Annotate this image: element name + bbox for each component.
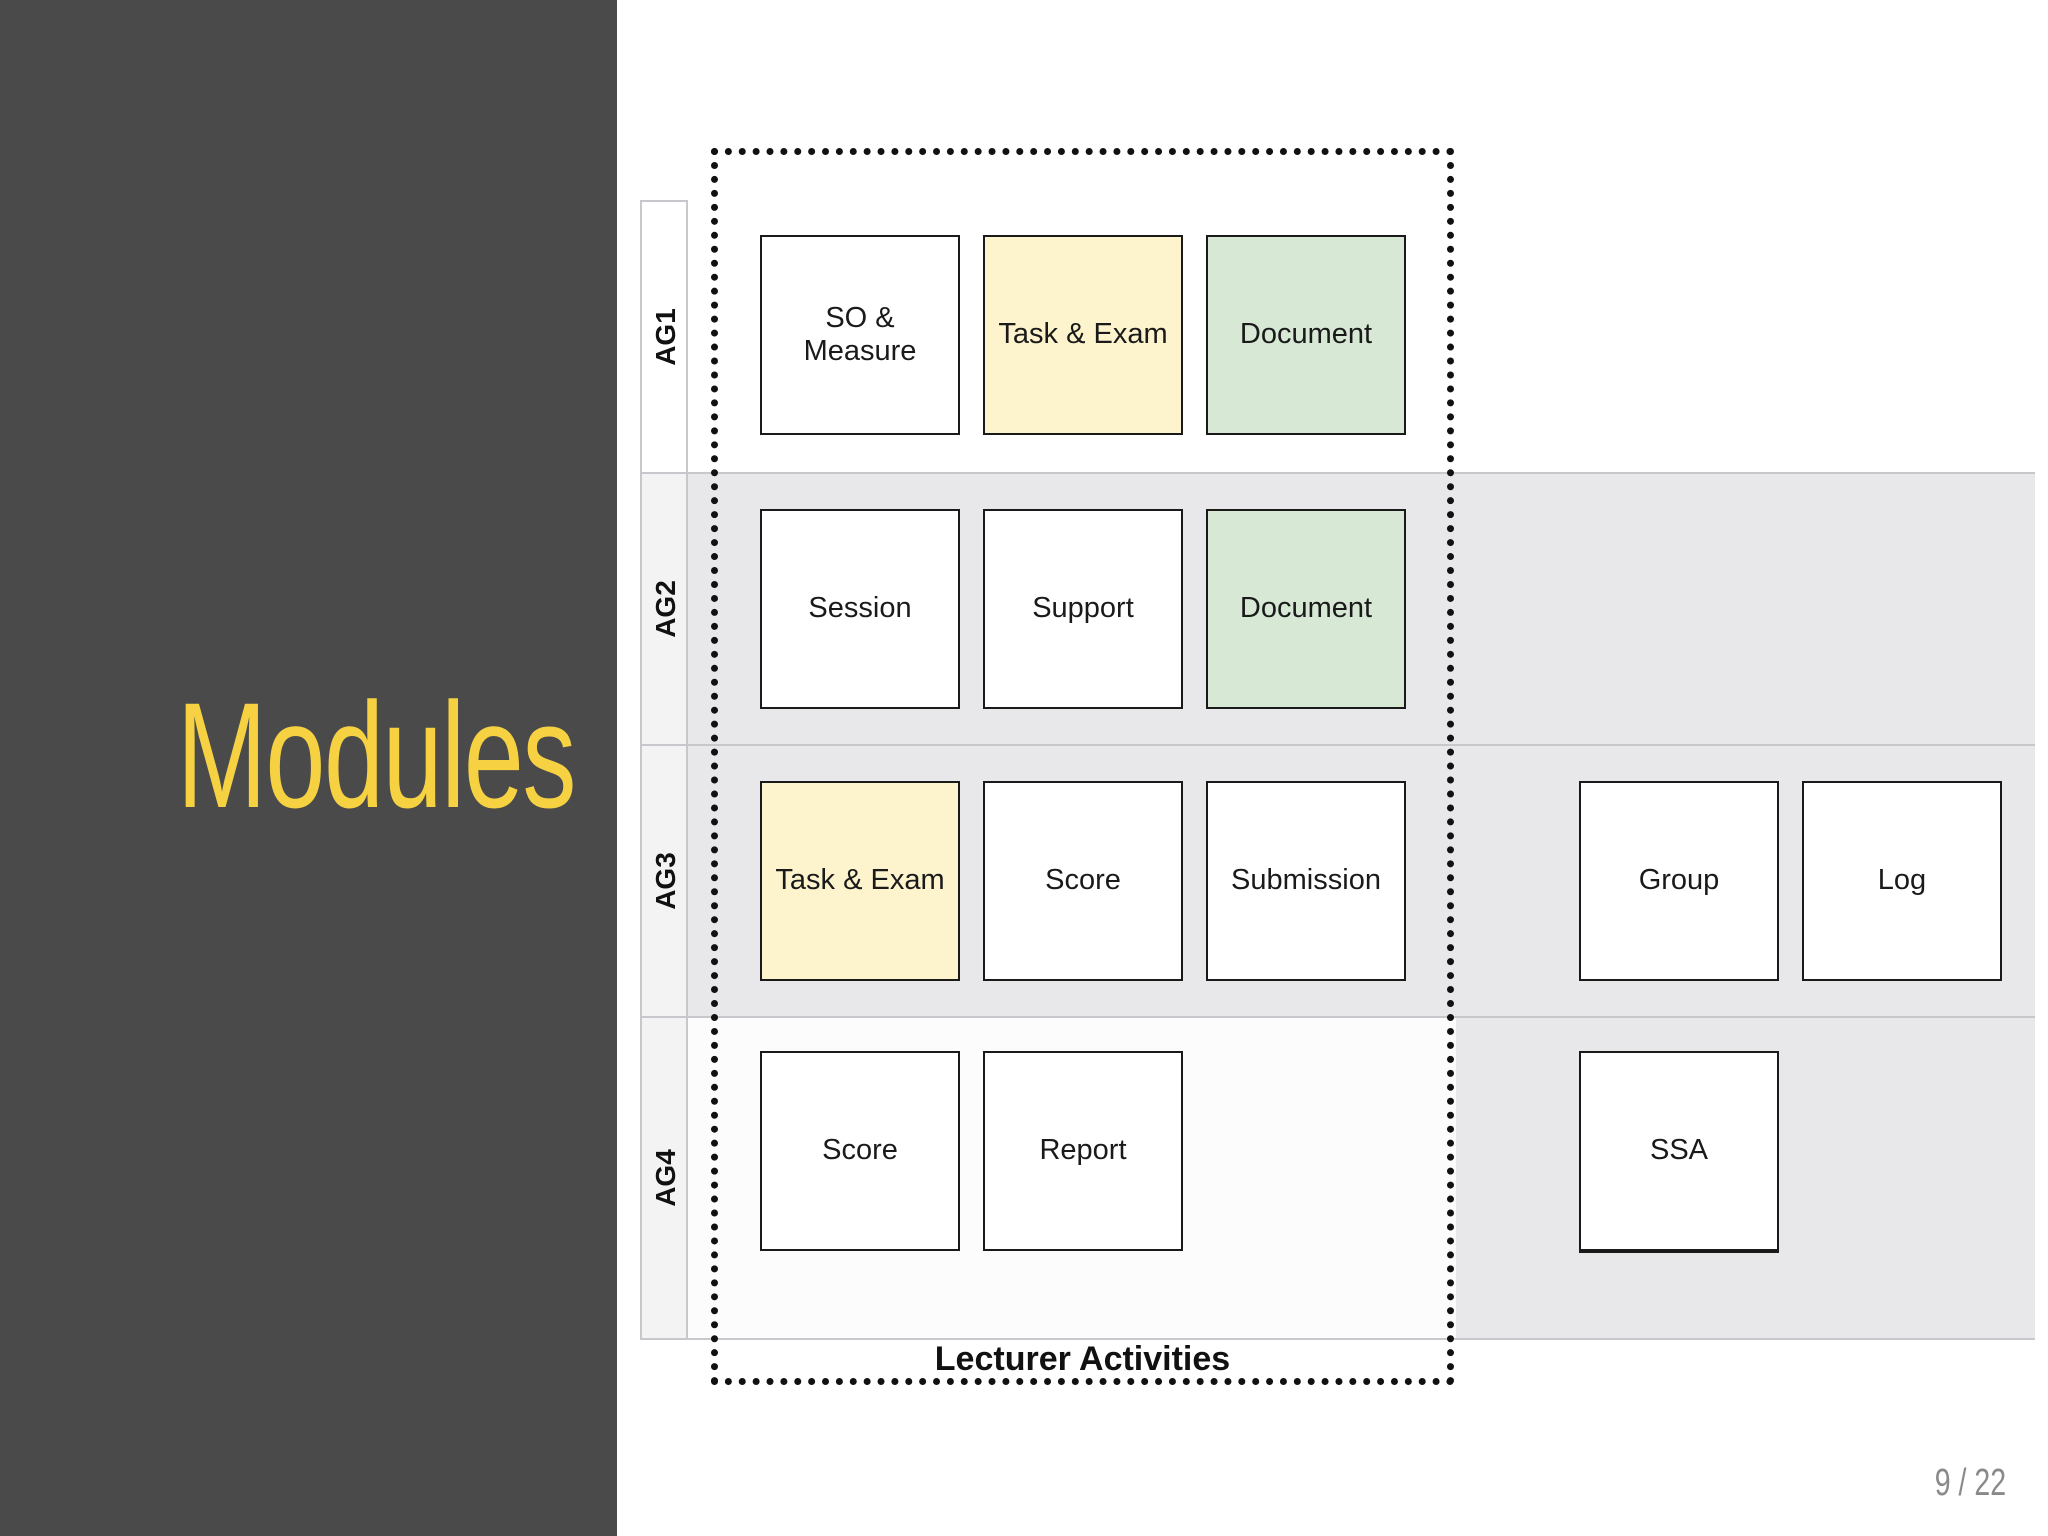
- lane-label: AG2: [650, 580, 681, 638]
- lane-header: AG2: [640, 474, 688, 744]
- module-label: Submission: [1231, 864, 1381, 897]
- lane-header: AG1: [640, 202, 688, 472]
- module-label: Score: [822, 1134, 898, 1167]
- module-label: Document: [1239, 318, 1373, 351]
- lane-ag4-content: Score Report SSA: [640, 1016, 2035, 1340]
- lane-label: AG3: [650, 852, 681, 910]
- lane-header: AG4: [640, 1018, 688, 1338]
- module-label: Report: [1039, 1134, 1127, 1167]
- module-support: Support: [983, 509, 1183, 709]
- module-task-exam: Task & Exam: [760, 781, 960, 981]
- left-panel: Modules: [0, 0, 617, 1536]
- module-label: Session: [808, 592, 912, 625]
- module-label: Group: [1638, 864, 1720, 897]
- module-session: Session: [760, 509, 960, 709]
- module-label: SO & Measure: [803, 301, 917, 367]
- module-label: Task & Exam: [775, 864, 945, 897]
- lecturer-activities-boundary: [711, 148, 1454, 1385]
- module-task-exam: Task & Exam: [983, 235, 1183, 435]
- module-document: Document: [1206, 509, 1406, 709]
- slide-title: Modules: [176, 671, 577, 839]
- lane-ag1-content: SO & Measure Task & Exam Document: [640, 200, 2035, 472]
- module-label: Score: [1045, 864, 1121, 897]
- lane-ag2: AG2 Session Support Document: [640, 472, 2035, 744]
- module-score: Score: [760, 1051, 960, 1251]
- module-report: Report: [983, 1051, 1183, 1251]
- module-label: Task & Exam: [998, 318, 1168, 351]
- lane-ag3: AG3 Task & Exam Score Submission Group L…: [640, 744, 2035, 1016]
- module-log: Log: [1802, 781, 2002, 981]
- module-label: Document: [1239, 592, 1373, 625]
- module-document: Document: [1206, 235, 1406, 435]
- module-label: SSA: [1649, 1134, 1709, 1167]
- page-number: 9 / 22: [1934, 1462, 2006, 1504]
- lane-header: AG3: [640, 746, 688, 1016]
- module-score: Score: [983, 781, 1183, 981]
- module-group: Group: [1579, 781, 1779, 981]
- module-ssa: SSA: [1579, 1051, 1779, 1251]
- module-submission: Submission: [1206, 781, 1406, 981]
- lecturer-activities-label: Lecturer Activities: [934, 1340, 1231, 1378]
- module-label: Support: [1032, 592, 1134, 625]
- module-label: Log: [1877, 864, 1927, 897]
- module-so-measure: SO & Measure: [760, 235, 960, 435]
